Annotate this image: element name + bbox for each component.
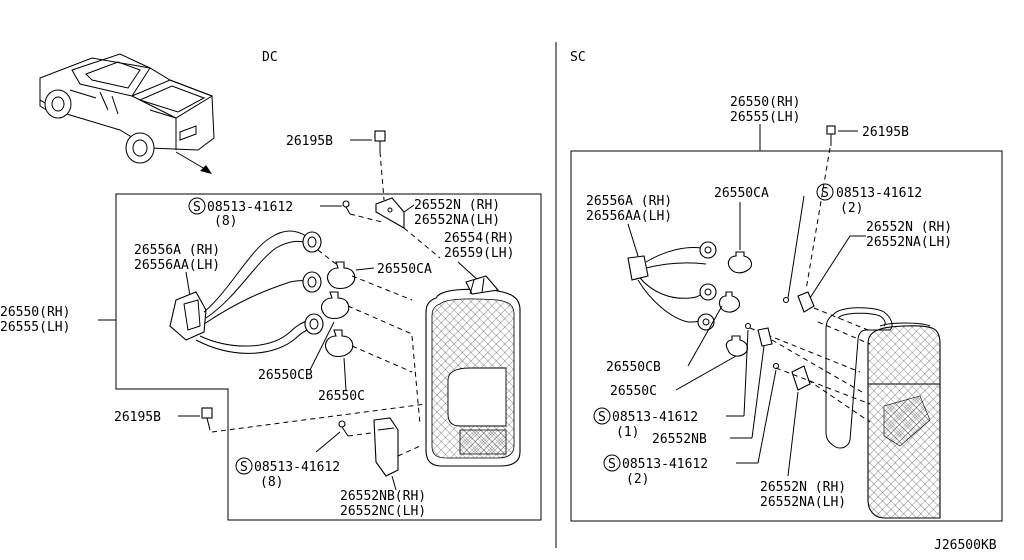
- bracket-icon: [757, 327, 773, 347]
- bolt-icon: [201, 407, 213, 431]
- sc-bracket-bottom-rh: 26552N (RH): [760, 480, 846, 495]
- dc-screw-top-qty: (8): [214, 214, 237, 229]
- truck-illustration: [39, 53, 215, 164]
- bulb-socket-icon: [699, 283, 717, 301]
- sc-bracket-bottom-lh: 26552NA(LH): [760, 495, 846, 510]
- svg-text:S: S: [608, 457, 616, 472]
- sc-bulb-ca-label: 26550CA: [714, 186, 769, 201]
- dc-bracket-top-rh: 26552N (RH): [414, 198, 500, 213]
- svg-text:S: S: [240, 460, 248, 475]
- bulb-socket-icon: [302, 271, 322, 293]
- bulb-icon: [727, 251, 753, 274]
- dc-bracket-top-lh: 26552NA(LH): [414, 213, 500, 228]
- screw-icon: [342, 200, 351, 215]
- screw-symbol-icon: S: [235, 457, 253, 475]
- dc-harness-label-rh: 26556A (RH): [134, 243, 220, 258]
- screw-symbol-icon: S: [816, 183, 834, 201]
- section-title-dc: DC: [262, 50, 278, 65]
- sc-bulb-cb-label: 26550CB: [606, 360, 661, 375]
- bracket-icon: [375, 197, 405, 229]
- screw-symbol-icon: S: [188, 197, 206, 215]
- dc-screw-bottom-code: 08513-41612: [254, 460, 340, 475]
- dc-lens-label-lh: 26559(LH): [444, 246, 514, 261]
- sc-screw-top-code: 08513-41612: [836, 186, 922, 201]
- bulb-icon: [725, 335, 749, 357]
- svg-text:S: S: [193, 200, 201, 215]
- svg-text:S: S: [598, 410, 606, 425]
- bulb-socket-icon: [302, 231, 322, 253]
- wiring-harness: [169, 230, 313, 354]
- sc-assembly-frame: [570, 150, 1003, 522]
- dc-lens-label-rh: 26554(RH): [444, 231, 514, 246]
- sc-bulb-c-label: 26550C: [610, 384, 657, 399]
- screw-icon: [782, 296, 790, 304]
- bulb-socket-icon: [304, 313, 324, 335]
- bulb-socket-icon: [697, 313, 715, 331]
- sc-bracket-nb-label: 26552NB: [652, 432, 707, 447]
- sc-bolt-label: 26195B: [862, 125, 909, 140]
- dc-screw-bottom-qty: (8): [260, 475, 283, 490]
- sc-harness-label-rh: 26556A (RH): [586, 194, 672, 209]
- sc-bracket-top-rh: 26552N (RH): [866, 220, 952, 235]
- dc-bolt-bottom-label: 26195B: [114, 410, 161, 425]
- sc-bracket-top-lh: 26552NA(LH): [866, 235, 952, 250]
- sc-screw-bottom-code: 08513-41612: [622, 457, 708, 472]
- sc-screw-mid-code: 08513-41612: [612, 410, 698, 425]
- dc-harness-label-lh: 26556AA(LH): [134, 258, 220, 273]
- bolt-icon: [374, 130, 386, 152]
- arrow-head: [200, 165, 212, 174]
- bracket-icon: [791, 365, 811, 391]
- dc-bracket-bottom-rh: 26552NB(RH): [340, 489, 426, 504]
- svg-text:S: S: [821, 186, 829, 201]
- screw-symbol-icon: S: [603, 454, 621, 472]
- bulb-icon: [321, 291, 350, 320]
- sc-screw-top-qty: (2): [840, 201, 863, 216]
- screw-symbol-icon: S: [593, 407, 611, 425]
- screw-icon: [772, 362, 780, 370]
- sc-assy-label-lh: 26555(LH): [730, 110, 800, 125]
- screw-icon: [338, 420, 349, 437]
- dc-assy-label-lh: 26555(LH): [0, 320, 70, 335]
- dc-assembly-frame: [115, 193, 542, 521]
- screw-icon: [744, 322, 752, 330]
- tail-lamp-lens: [867, 322, 941, 519]
- tail-lamp-lens: [425, 275, 521, 467]
- bulb-icon: [325, 329, 354, 358]
- sc-screw-mid-qty: (1): [616, 425, 639, 440]
- bulb-icon: [327, 261, 356, 290]
- bracket-icon: [373, 417, 399, 477]
- bulb-icon: [718, 291, 741, 313]
- dc-bulb-cb-label: 26550CB: [258, 368, 313, 383]
- dc-assy-label-rh: 26550(RH): [0, 305, 70, 320]
- wiring-harness: [627, 247, 707, 323]
- section-title-sc: SC: [570, 50, 586, 65]
- dc-bulb-c-label: 26550C: [318, 389, 365, 404]
- bulb-socket-icon: [699, 241, 717, 259]
- sc-assy-label-rh: 26550(RH): [730, 95, 800, 110]
- lamp-gasket: [825, 307, 893, 449]
- dc-screw-top-code: 08513-41612: [207, 200, 293, 215]
- sc-harness-label-lh: 26556AA(LH): [586, 209, 672, 224]
- dc-bracket-bottom-lh: 26552NC(LH): [340, 504, 426, 519]
- sc-screw-bottom-qty: (2): [626, 472, 649, 487]
- diagram-code: J26500KB: [934, 538, 997, 553]
- bolt-icon: [826, 125, 836, 146]
- bracket-icon: [797, 291, 815, 313]
- dc-bolt-top-label: 26195B: [286, 134, 333, 149]
- dc-bulb-ca-label: 26550CA: [377, 262, 432, 277]
